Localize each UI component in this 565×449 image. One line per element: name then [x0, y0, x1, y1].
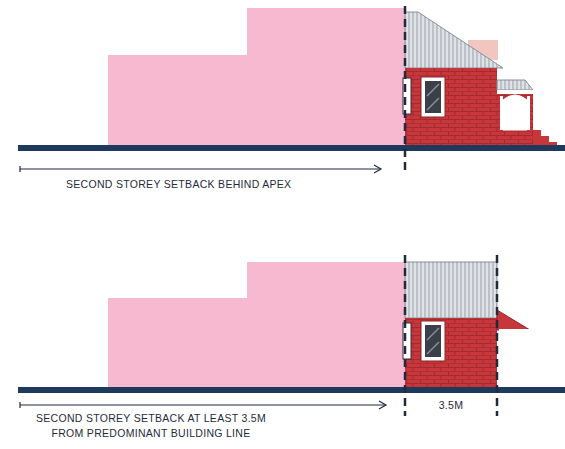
ground-line: [18, 145, 565, 151]
second-storey: [247, 8, 405, 148]
setback-line: [404, 6, 407, 174]
dimension-arrow: [20, 168, 380, 169]
dimension-arrow: [20, 404, 385, 405]
roof: [405, 12, 503, 68]
house-wall: [405, 68, 497, 148]
house-wall: [405, 318, 497, 390]
ground-line: [18, 387, 565, 393]
building-line: [496, 255, 499, 416]
second-storey: [247, 262, 405, 390]
setback-line: [404, 255, 407, 416]
roof: [405, 262, 497, 318]
caption-label: SECOND STOREY SETBACK AT LEAST 3.5M FROM…: [20, 411, 282, 441]
caption-label: SECOND STOREY SETBACK BEHIND APEX: [66, 177, 366, 192]
dimension-label: 3.5M: [409, 398, 493, 413]
